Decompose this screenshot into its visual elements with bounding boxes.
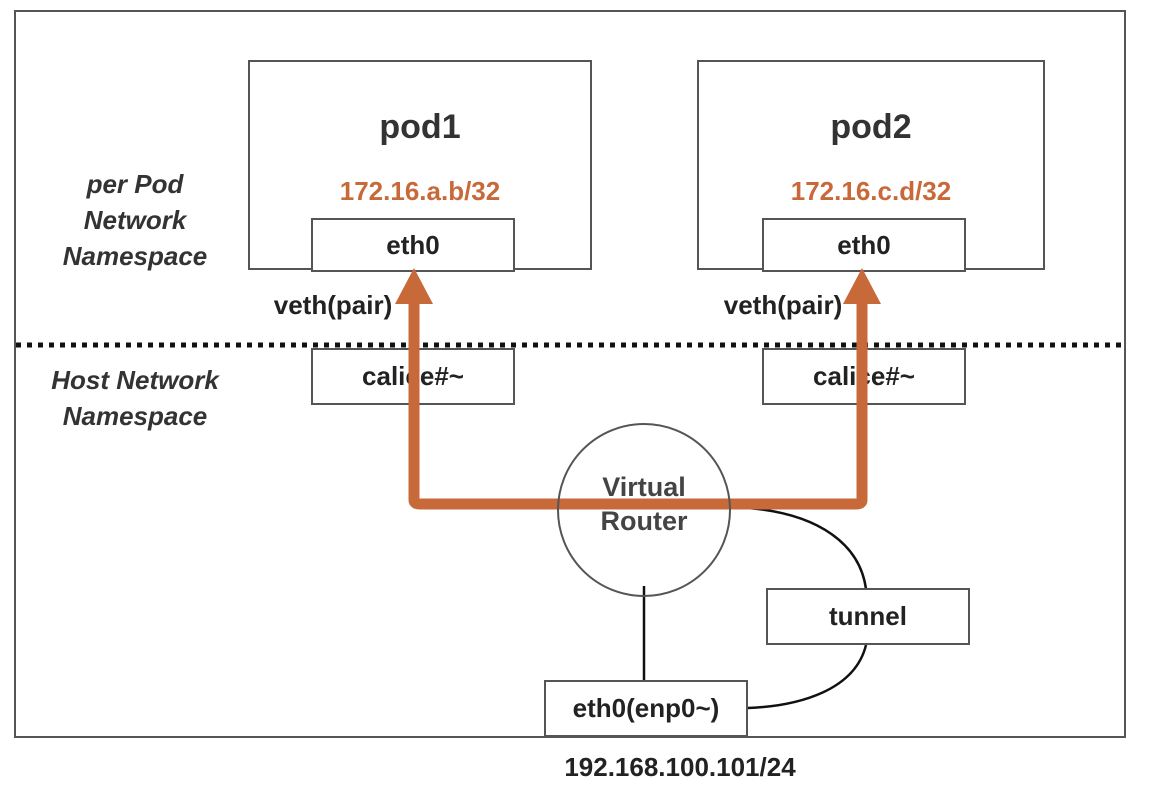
pod2-title: pod2: [830, 108, 912, 146]
pod1-title: pod1: [379, 108, 461, 146]
tunnel-box: tunnel: [766, 588, 970, 645]
host-frame: [14, 10, 1126, 738]
pod1-ip: 172.16.a.b/32: [339, 176, 501, 206]
host-eth0-interface: eth0(enp0~): [544, 680, 748, 737]
calico-interface-1: calice#~: [311, 348, 515, 405]
pod2-eth0-interface: eth0: [762, 218, 966, 272]
virtual-router-label: Virtual Router: [574, 470, 714, 538]
host-ip-label: 192.168.100.101/24: [564, 752, 796, 782]
pod2-ip: 172.16.c.d/32: [790, 176, 952, 206]
host-eth0-label: eth0(enp0~): [572, 693, 720, 723]
pod-namespace-label: per Pod Network Namespace: [40, 166, 230, 274]
tunnel-label: tunnel: [829, 601, 907, 631]
pod1-eth0-interface: eth0: [311, 218, 515, 272]
veth-pair-label-2: veth(pair): [723, 290, 843, 320]
virtual-router-line1: Virtual: [602, 472, 686, 502]
calico-interface-2: calice#~: [762, 348, 966, 405]
host-namespace-line1: Host Network: [51, 365, 219, 395]
pod-namespace-line1: per Pod: [86, 169, 184, 199]
pod-namespace-line3: Namespace: [62, 241, 208, 271]
host-namespace-line2: Namespace: [62, 401, 208, 431]
pod1-eth0-label: eth0: [386, 229, 440, 260]
virtual-router-line2: Router: [600, 506, 688, 536]
calico-interface-2-label: calice#~: [813, 361, 915, 391]
pod2-eth0-label: eth0: [837, 229, 891, 260]
host-namespace-label: Host Network Namespace: [30, 362, 240, 434]
veth-pair-label-1: veth(pair): [273, 290, 393, 320]
calico-interface-1-label: calice#~: [362, 361, 464, 391]
pod-namespace-line2: Network: [83, 205, 187, 235]
